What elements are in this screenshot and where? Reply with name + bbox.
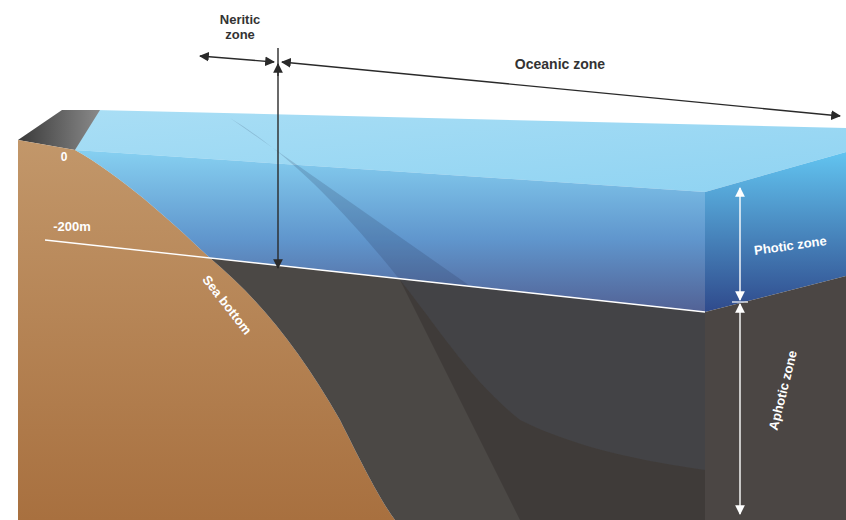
depth-label: -200m xyxy=(53,220,91,235)
depth-label: 0 xyxy=(61,151,68,165)
zone-label: Neritic zone xyxy=(210,13,270,43)
zone-label: Oceanic zone xyxy=(515,56,605,72)
